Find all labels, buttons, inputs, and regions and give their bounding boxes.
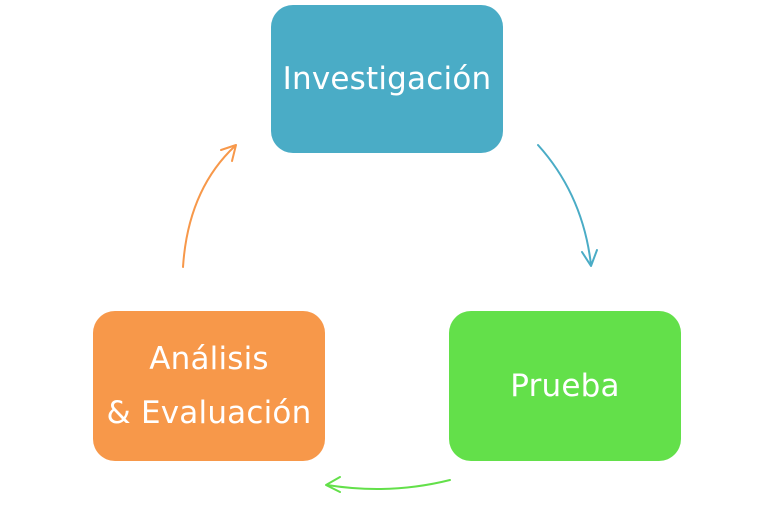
node-prueba-label: Prueba <box>510 367 620 404</box>
node-investigacion-label: Investigación <box>282 60 492 97</box>
node-analisis-label-line1: Análisis <box>149 340 269 377</box>
node-analisis-label-line2: & Evaluación <box>106 395 312 431</box>
arrow-prueba-to-analisis <box>325 476 451 493</box>
arrow-analisis-to-investigacion <box>182 144 237 268</box>
node-analisis-evaluacion: Análisis & Evaluación <box>93 311 325 461</box>
arrow-investigacion-to-prueba <box>537 144 598 267</box>
node-investigacion: Investigación <box>271 5 503 153</box>
node-prueba: Prueba <box>449 311 681 461</box>
